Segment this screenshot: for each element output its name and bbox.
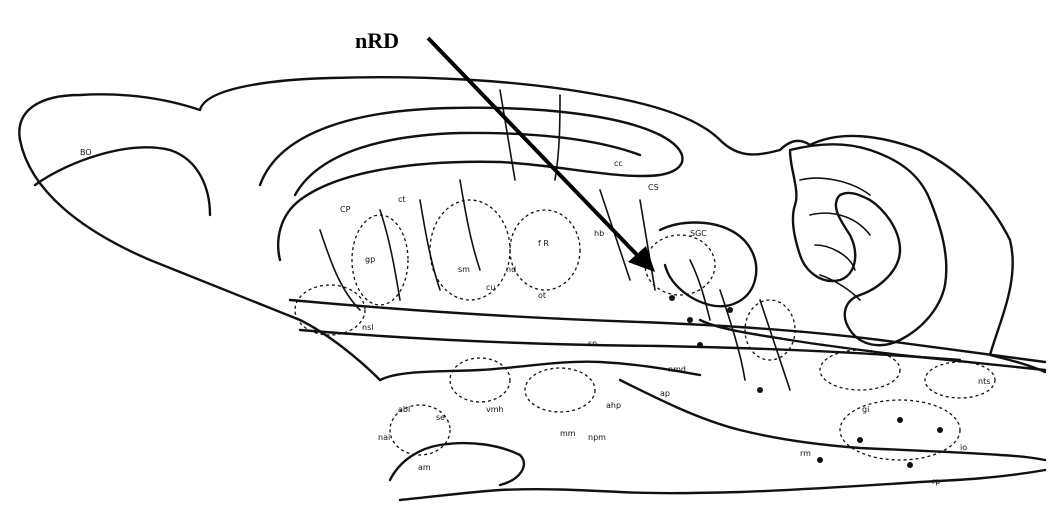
nucleus-outline-1 <box>295 285 365 335</box>
region-label-se: se <box>436 413 445 422</box>
nucleus-outline-7 <box>525 368 595 412</box>
region-label-fr: f R <box>538 239 549 248</box>
region-label-nd: nd <box>506 265 516 274</box>
brainstem-lower-outline <box>400 470 1045 500</box>
neuron-dot <box>897 417 903 423</box>
region-label-nmd: nmd <box>668 365 686 374</box>
region-label-npm: npm <box>588 433 606 442</box>
region-label-io: io <box>960 443 967 452</box>
nucleus-outline-4 <box>510 210 580 290</box>
region-label-sm: sm <box>458 265 470 274</box>
region-label-nts: nts <box>978 377 990 386</box>
inner-cortex-outline <box>295 133 640 195</box>
nrd-label: nRD <box>355 28 399 53</box>
nucleus-outline-5 <box>645 235 715 295</box>
region-label-sgc: SGC <box>690 229 707 238</box>
cerebellum-outline <box>790 144 946 345</box>
nrd-arrow-shaft <box>428 38 640 258</box>
region-label-ap: ap <box>660 389 670 398</box>
region-label-abl: abl <box>398 405 410 414</box>
region-label-rp: rp <box>932 477 940 486</box>
region-label-vmh: vmh <box>486 405 504 414</box>
neuron-dot <box>687 317 693 323</box>
hypothalamus-outline <box>380 362 700 380</box>
neuron-dot <box>857 437 863 443</box>
region-label-nai: nai <box>378 433 390 442</box>
region-label-ct: ct <box>398 195 406 204</box>
region-label-ot: ot <box>538 291 546 300</box>
region-label-hb: hb <box>594 229 604 238</box>
neuron-dot <box>907 462 913 468</box>
region-label-sn: sn <box>588 339 597 348</box>
region-label-ahp: ahp <box>606 401 621 410</box>
neuron-dot <box>669 295 675 301</box>
region-label-cu: cu <box>486 283 495 292</box>
neuron-dot <box>937 427 943 433</box>
ventral-bundle <box>300 330 960 360</box>
region-label-nsl: nsl <box>362 323 373 332</box>
ventral-brainstem-outline <box>620 380 1045 460</box>
region-label-cc: cc <box>614 159 623 168</box>
region-label-cp: CP <box>340 205 351 214</box>
medial-forebrain-bundle <box>290 300 1045 362</box>
region-label-mm: mm <box>560 429 576 438</box>
region-label-bo: BO <box>80 148 92 157</box>
neuron-dot <box>817 457 823 463</box>
midbrain-outline <box>660 223 756 307</box>
region-label-am: am <box>418 463 431 472</box>
nucleus-outline-2 <box>352 215 408 305</box>
neuron-dot <box>757 387 763 393</box>
region-label-gp: gp <box>365 255 375 264</box>
region-label-cs: CS <box>648 183 659 192</box>
nucleus-outline-6 <box>450 358 510 402</box>
neuron-dot <box>697 342 703 348</box>
region-label-rm: rm <box>800 449 811 458</box>
nucleus-outline-3 <box>430 200 510 300</box>
neuron-dot <box>727 307 733 313</box>
region-label-gi: gi <box>862 405 869 414</box>
pituitary-outline <box>390 443 524 485</box>
brain-outline <box>19 77 1045 372</box>
